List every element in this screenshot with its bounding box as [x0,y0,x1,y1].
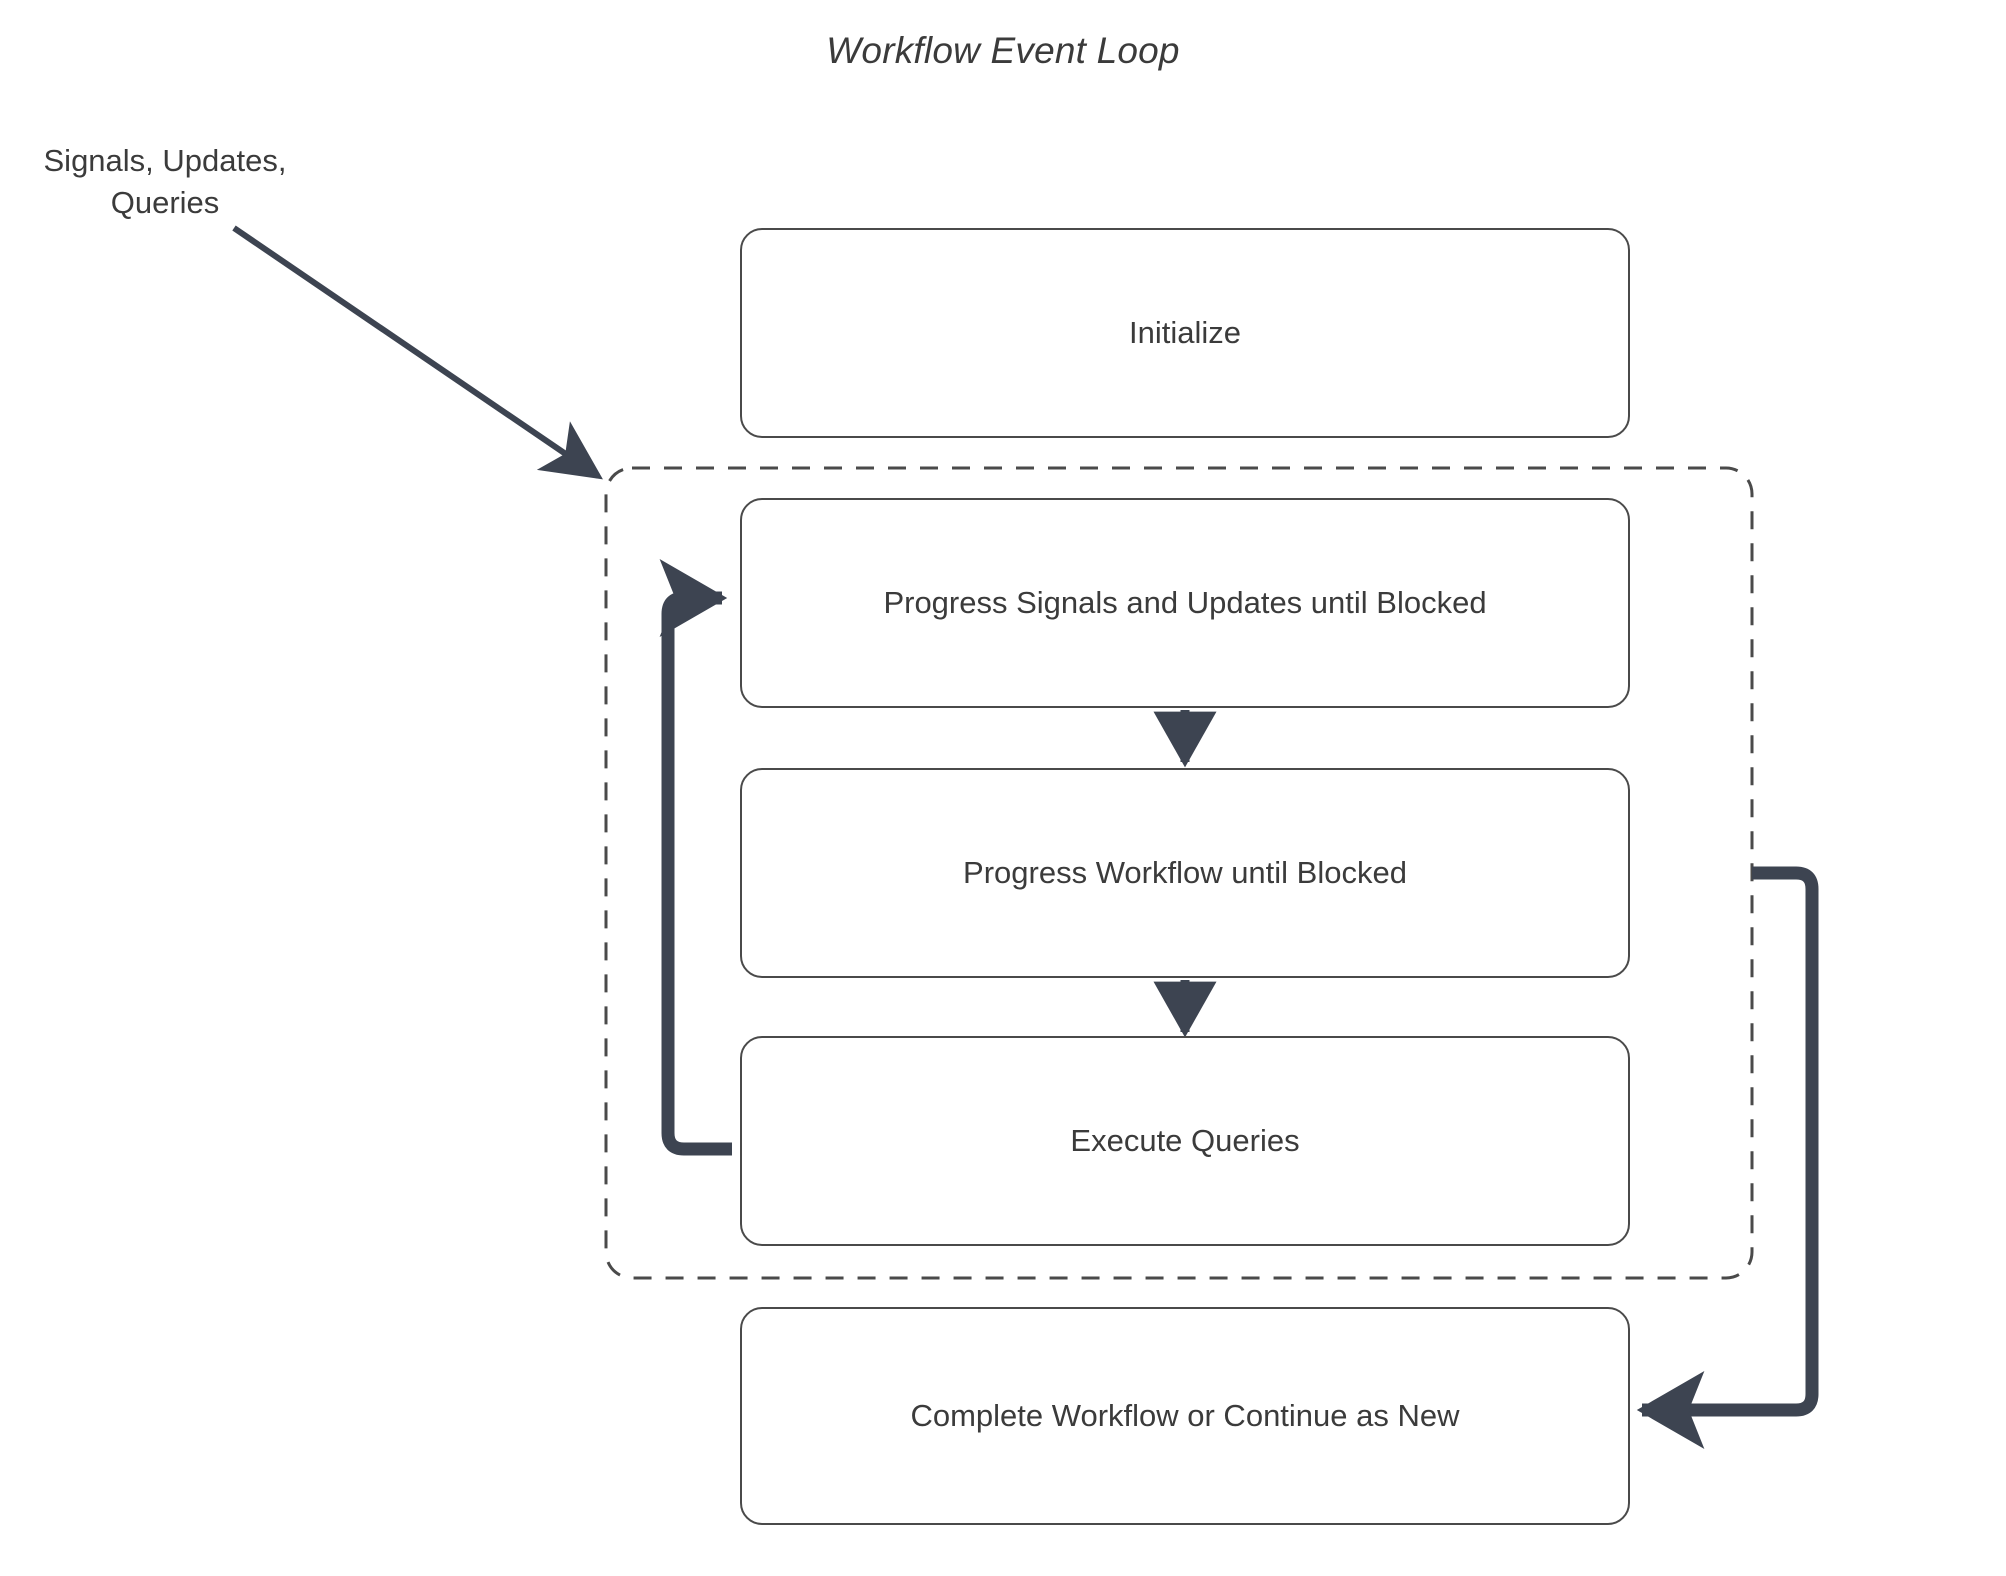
loop-container-dashed-border [604,466,1754,1280]
edge-execute-queries-to-progress-signals-loopback [659,559,732,1156]
edge-loop-to-complete-workflow [1636,866,1819,1449]
edge-external-input-to-loop [232,225,603,480]
